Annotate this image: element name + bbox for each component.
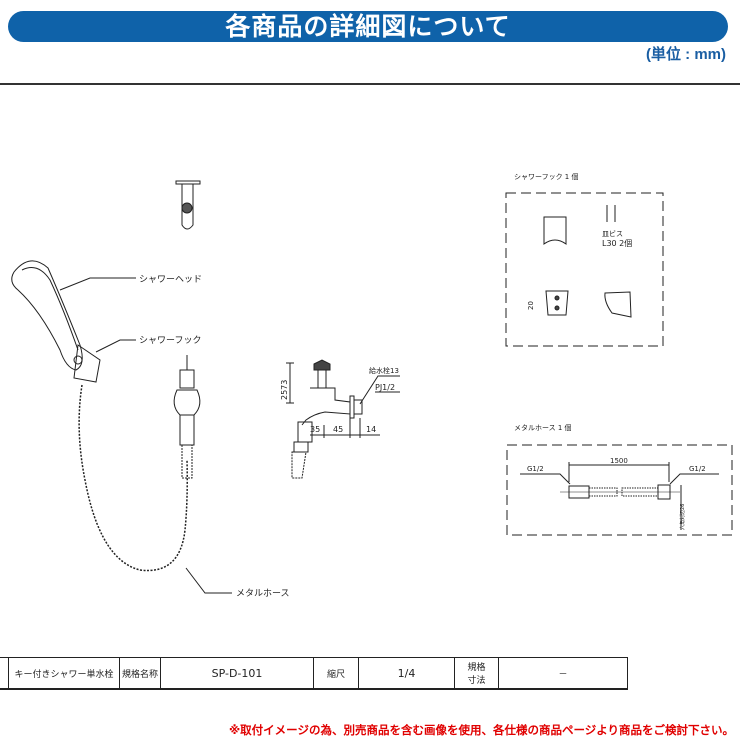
hook-dim-20: 20 (527, 301, 535, 310)
spec-table: キー付きシャワー単水栓 規格名称 SP-D-101 縮尺 1/4 規格寸法 － (0, 657, 628, 690)
thread-label: PJ1/2 (375, 383, 395, 392)
hook-detail-panel: シャワーフック 1 個 皿ビス L30 2個 20 (505, 172, 664, 347)
hex-label: 六角対辺26 (679, 504, 686, 530)
scale-label: 縮尺 (313, 657, 359, 690)
right-thread: G1/2 (689, 465, 706, 473)
header-divider (0, 83, 740, 85)
dim-14: 14 (366, 425, 376, 434)
dim-height: 2573 (280, 380, 289, 400)
screw-label: 皿ビス (602, 229, 623, 238)
supply-label: 給水栓13 (369, 366, 399, 375)
hose-length: 1500 (610, 457, 628, 465)
scale-value: 1/4 (358, 657, 455, 690)
hook-detail-title: シャワーフック 1 個 (514, 172, 578, 181)
size-value: － (498, 657, 628, 690)
model-number: SP-D-101 (160, 657, 314, 690)
left-thread: G1/2 (527, 465, 544, 473)
product-name: キー付きシャワー単水栓 (8, 657, 120, 690)
dim-35: 35 (310, 425, 320, 434)
size-label-1: 規格 (467, 663, 486, 673)
faucet-side-drawing: 2573 35 45 14 給水栓13 PJ1/2 (280, 359, 400, 479)
footer-note: ※取付イメージの為、別売商品を含む画像を使用、各仕様の商品ページより商品をご検討… (229, 723, 734, 737)
leader-metal-hose (185, 567, 232, 594)
leader-shower-hook (95, 339, 136, 353)
name-label: 規格名称 (119, 657, 161, 690)
page-title-banner: 各商品の詳細図について (8, 11, 728, 42)
label-shower-head: シャワーヘッド (139, 275, 202, 285)
dim-45: 45 (333, 425, 343, 434)
hose-detail-title: メタルホース 1 個 (514, 423, 572, 432)
hose-detail-panel: メタルホース 1 個 1500 G1/2 G1/2 六角対辺26 (506, 423, 733, 536)
screw-spec: L30 2個 (602, 238, 632, 248)
size-label-2: 寸法 (467, 676, 486, 686)
shower-head-drawing (11, 260, 101, 383)
faucet-front-drawing (173, 355, 201, 479)
label-metal-hose: メタルホース (236, 588, 290, 599)
unit-label: (単位 : mm) (646, 46, 726, 63)
hose-drawing (78, 384, 188, 572)
hook-top-view (175, 180, 201, 230)
leader-shower-head (59, 277, 136, 291)
label-shower-hook: シャワーフック (139, 335, 201, 346)
